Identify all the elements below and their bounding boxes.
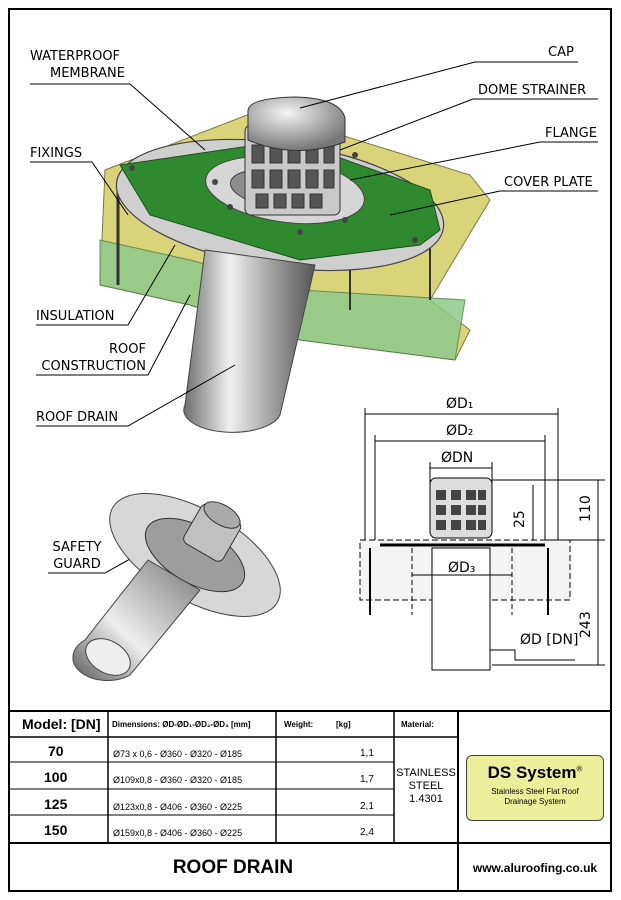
- roof-assembly-illustration: [99, 96, 491, 433]
- callout-dome-strainer: DOME STRAINER: [478, 83, 587, 98]
- drawing-frame: [8, 8, 612, 892]
- row-dn: 125: [44, 796, 68, 812]
- dim-d1: ØD₁: [446, 396, 474, 412]
- callout-roof-construction: ROOF CONSTRUCTION: [41, 342, 146, 374]
- row-dn: 100: [44, 769, 68, 785]
- row-dn: 150: [44, 822, 68, 838]
- spec-table: Model: [DN] Dimensions: ØD-ØD₁-ØD₂-ØD₃ […: [8, 711, 458, 843]
- callout-cap: CAP: [548, 45, 574, 60]
- callout-flange: FLANGE: [545, 126, 597, 141]
- callout-roof-drain: ROOF DRAIN: [36, 410, 119, 425]
- title-block-lines: [8, 710, 612, 892]
- row-weight: 2,4: [360, 827, 374, 838]
- page-title: ROOF DRAIN: [172, 856, 294, 878]
- safety-guard-illustration: [72, 493, 281, 682]
- row-weight: 2,1: [360, 801, 374, 812]
- header-weight: Weight:: [284, 720, 314, 729]
- dim-110: 110: [578, 495, 594, 522]
- row-dims: Ø73 x 0,6 - Ø360 - Ø320 - Ø185: [113, 749, 243, 759]
- ds-system-logo: DS System® Stainless Steel Flat Roof Dra…: [466, 755, 604, 821]
- dim-25: 25: [512, 510, 528, 528]
- header-model: Model: [DN]: [22, 716, 101, 732]
- row-weight: 1,1: [360, 748, 374, 759]
- row-dims: Ø159x0,8 - Ø406 - Ø360 - Ø225: [113, 828, 243, 838]
- callout-fixings: FIXINGS: [30, 146, 83, 161]
- row-weight: 1,7: [360, 774, 374, 785]
- callout-insulation: INSULATION: [36, 309, 115, 324]
- row-dims: Ø109x0,8 - Ø360 - Ø320 - Ø185: [113, 775, 243, 785]
- dim-d2: ØD₂: [446, 423, 474, 439]
- callout-cover-plate: COVER PLATE: [504, 175, 593, 190]
- dim-d-dn: ØD [DN]: [520, 632, 579, 648]
- callout-waterproof-membrane: WATERPROOF MEMBRANE: [30, 49, 125, 81]
- header-material: Material:: [401, 720, 434, 729]
- header-dimensions: Dimensions: ØD-ØD₁-ØD₂-ØD₃ [mm]: [112, 720, 251, 729]
- row-dn: 70: [48, 743, 64, 759]
- dim-d3: ØD₃: [448, 560, 476, 576]
- callout-safety-guard: SAFETY GUARD: [52, 540, 102, 572]
- website-url: www.aluroofing.co.uk: [472, 860, 598, 875]
- row-dims: Ø123x0,8 - Ø406 - Ø360 - Ø225: [113, 802, 243, 812]
- section-drawing: [359, 408, 605, 671]
- dim-243: 243: [578, 611, 594, 638]
- dim-dn: ØDN: [441, 450, 474, 466]
- material-value: STAINLESS STEEL 1.4301: [396, 767, 456, 805]
- header-weight-unit: [kg]: [336, 720, 351, 729]
